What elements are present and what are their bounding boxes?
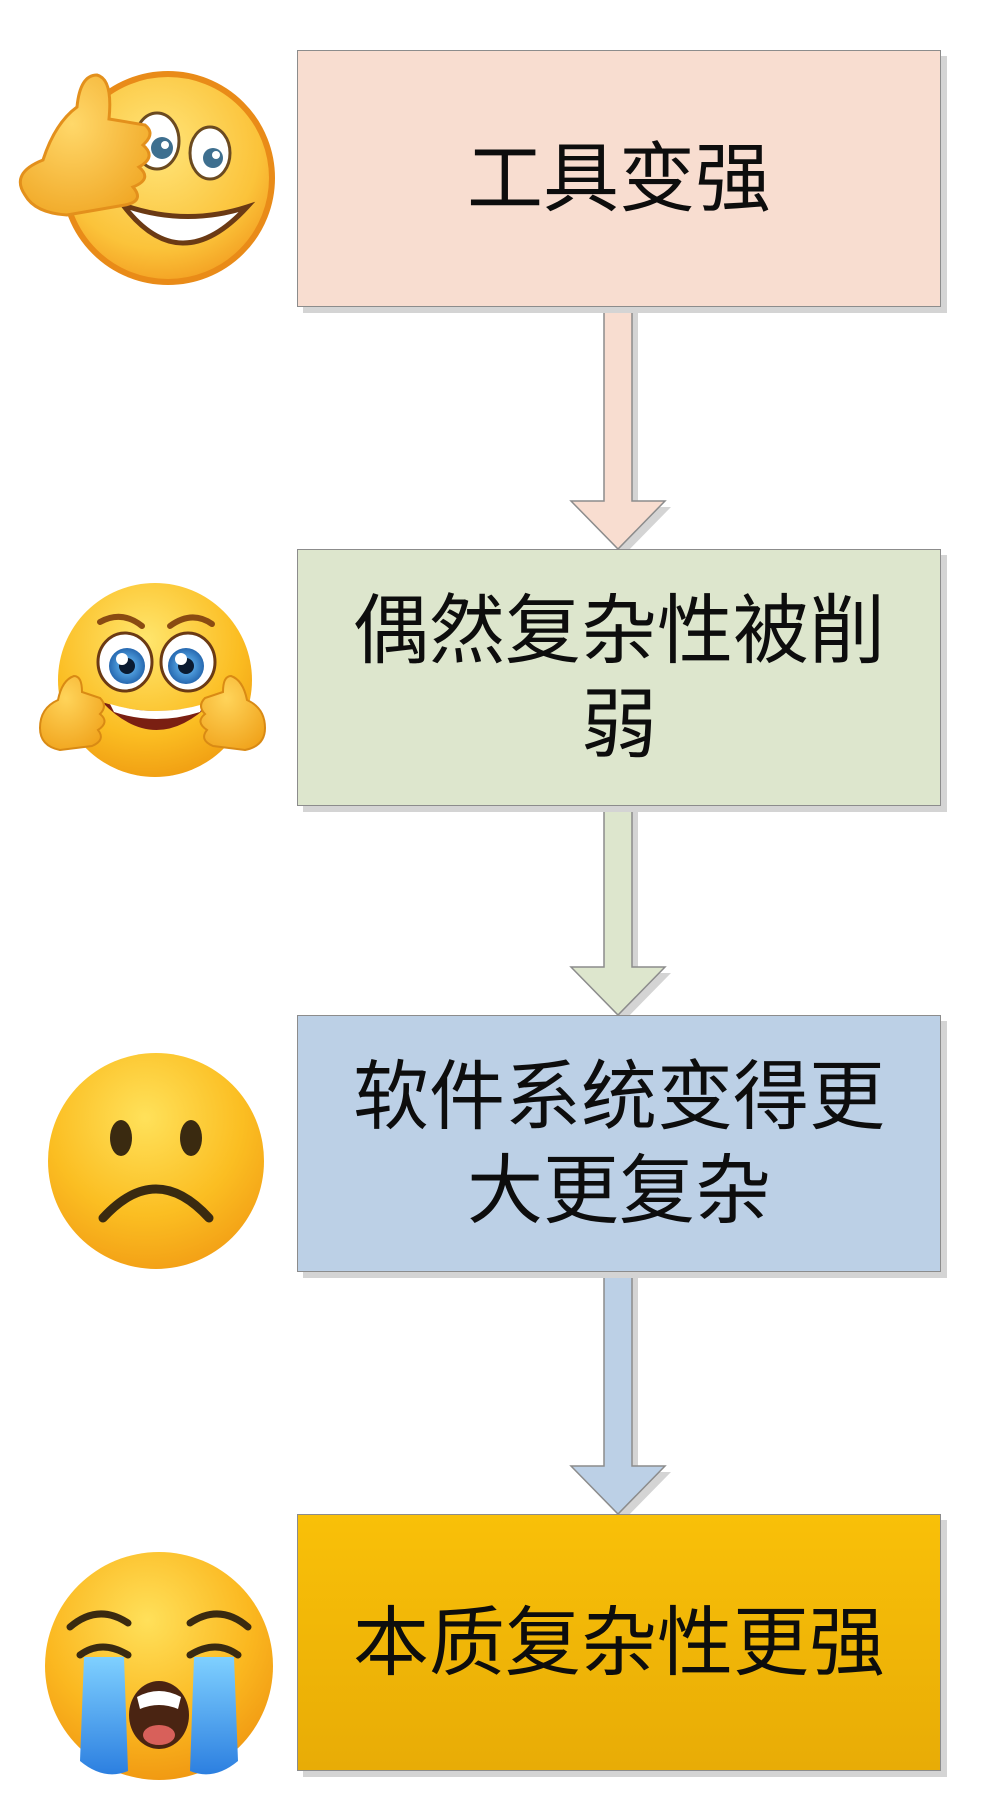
step-box-accidental-complexity-reduced: 偶然复杂性被削弱: [297, 549, 941, 806]
loudly-crying-face-emoji: [45, 1552, 273, 1780]
step-box-essential-complexity-stronger: 本质复杂性更强: [297, 1514, 941, 1771]
step-label: 偶然复杂性被削弱: [353, 585, 885, 769]
step-label: 软件系统变得更大更复杂: [353, 1051, 885, 1235]
frowning-face-emoji: [48, 1053, 264, 1269]
flow-arrow-3: [569, 1271, 671, 1520]
step-label: 本质复杂性更强: [353, 1597, 885, 1687]
double-thumbs-up-smiling-emoji: [38, 583, 267, 777]
flow-arrow-2: [569, 805, 671, 1021]
step-box-tools-stronger: 工具变强: [297, 50, 941, 307]
flow-arrow-1: [569, 306, 671, 555]
thumbs-up-grinning-emoji: [19, 71, 275, 285]
step-box-software-bigger-more-complex: 软件系统变得更大更复杂: [297, 1015, 941, 1272]
step-label: 工具变强: [467, 133, 771, 223]
